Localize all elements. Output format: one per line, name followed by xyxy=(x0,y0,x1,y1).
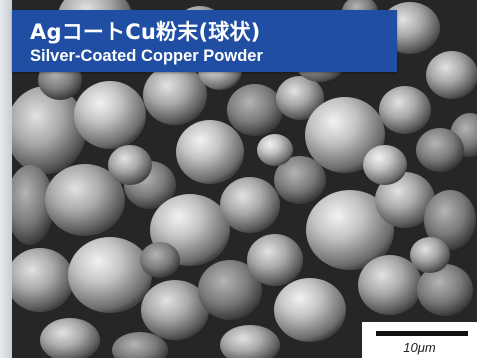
scale-bar-label: 10μm xyxy=(403,340,436,355)
title-banner: AgコートCu粉末(球状) Silver-Coated Copper Powde… xyxy=(12,10,397,72)
particle xyxy=(143,65,207,125)
particle xyxy=(305,97,385,173)
particle xyxy=(306,190,394,270)
particle xyxy=(417,264,473,316)
particle xyxy=(12,165,54,245)
particle xyxy=(198,260,262,320)
particle xyxy=(108,145,152,185)
particle xyxy=(12,86,86,174)
particle xyxy=(363,145,407,185)
particle xyxy=(375,172,435,228)
left-border-strip xyxy=(0,0,12,358)
particle xyxy=(74,81,146,149)
particle xyxy=(410,237,450,273)
particle xyxy=(45,164,125,236)
particle xyxy=(274,278,346,342)
particle xyxy=(68,237,152,313)
scale-bar-box: 10μm xyxy=(362,322,477,358)
particle xyxy=(247,234,303,286)
particle xyxy=(220,177,280,233)
particle xyxy=(257,134,293,166)
particle xyxy=(40,318,100,358)
particle xyxy=(358,255,422,315)
title-english: Silver-Coated Copper Powder xyxy=(30,47,263,65)
particle xyxy=(424,190,476,250)
particle xyxy=(112,332,168,358)
particle xyxy=(426,51,477,99)
particle xyxy=(176,120,244,184)
particle xyxy=(274,156,326,204)
particle xyxy=(416,128,464,172)
particle xyxy=(220,325,280,358)
title-japanese: AgコートCu粉末(球状) xyxy=(30,20,261,44)
particle xyxy=(379,86,431,134)
particle xyxy=(12,248,74,312)
particle xyxy=(141,280,209,340)
scale-bar xyxy=(376,331,468,336)
particle xyxy=(227,84,283,136)
particle xyxy=(276,76,324,120)
particle xyxy=(140,242,180,278)
